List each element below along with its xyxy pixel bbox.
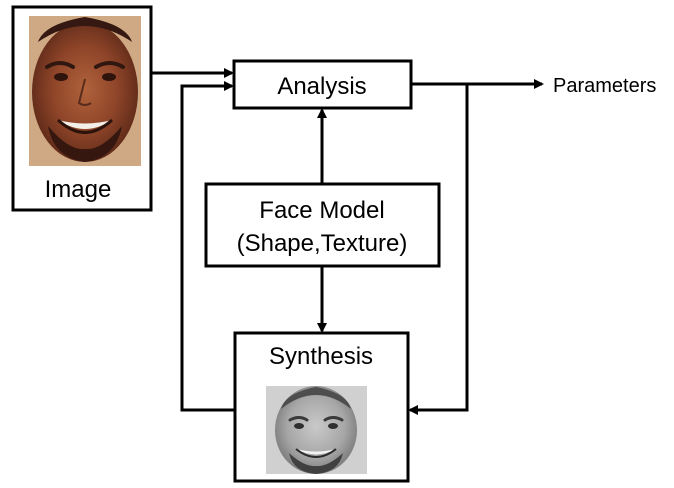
analysis-to-synthesis-feedback-arrow xyxy=(408,84,469,415)
face-photo xyxy=(29,16,141,166)
face-model-label: Face Model xyxy=(259,197,384,224)
connections xyxy=(151,68,544,415)
face-model-box: Face Model (Shape,Texture) xyxy=(204,182,441,268)
image-box: Image xyxy=(11,5,153,212)
parameters-label: Parameters xyxy=(553,75,656,97)
analysis-box: Analysis xyxy=(232,59,413,110)
analysis-label: Analysis xyxy=(277,73,366,100)
image-label: Image xyxy=(45,176,112,203)
synthesis-feedback-to-analysis-arrow xyxy=(180,81,235,412)
synthesis-label: Synthesis xyxy=(269,343,373,370)
synthesized-face xyxy=(266,386,367,474)
face-model-sublabel: (Shape,Texture) xyxy=(237,230,408,257)
synthesis-box: Synthesis xyxy=(233,331,410,483)
